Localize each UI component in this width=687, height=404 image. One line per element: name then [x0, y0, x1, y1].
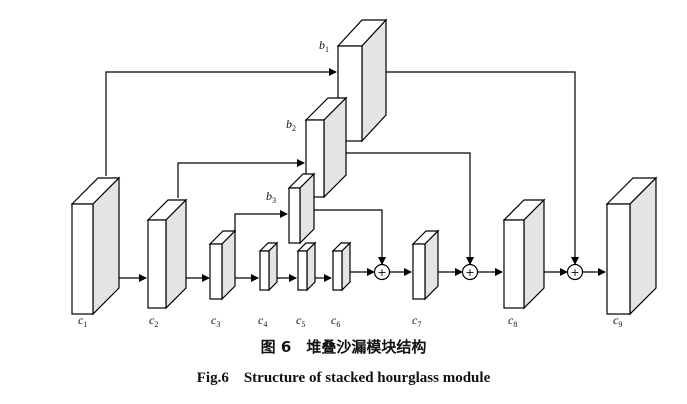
block-labels: b1 b2 b3 c1 c2 c3 c4 c5 c6 c7 c8 c9	[78, 38, 622, 329]
block-c1	[70, 176, 121, 316]
arrow-c3-b3	[234, 210, 288, 233]
sum-node-1: +	[373, 263, 391, 281]
block-c6	[331, 241, 352, 292]
arrow-b1-sum3	[370, 71, 579, 265]
block-b1	[336, 18, 388, 143]
arrow-b3-sum1	[313, 209, 386, 265]
label-b1: b1	[319, 38, 329, 54]
blocks	[70, 18, 658, 316]
block-c8	[502, 198, 546, 310]
sum-node-3: +	[566, 263, 584, 281]
label-c4: c4	[258, 313, 267, 329]
hourglass-diagram: + + + b1 b2 b3 c1 c2 c3 c4 c5 c6 c7 c8 c…	[70, 18, 658, 329]
block-b3	[287, 172, 316, 245]
block-c5	[296, 241, 317, 292]
label-c1: c1	[78, 313, 87, 329]
label-c5: c5	[296, 313, 305, 329]
block-c2	[146, 198, 188, 310]
block-c9	[605, 176, 658, 316]
figure-caption-english: Fig.6 Structure of stacked hourglass mod…	[196, 370, 491, 386]
label-c7: c7	[412, 313, 421, 329]
arrow-c1-b1	[105, 68, 337, 176]
sum-symbol: +	[377, 266, 386, 279]
label-c6: c6	[331, 313, 340, 329]
sum-symbol: +	[570, 266, 579, 279]
label-c3: c3	[211, 313, 220, 329]
label-c9: c9	[613, 313, 622, 329]
block-c3	[208, 229, 237, 301]
figure-caption-chinese: 图 6 堆叠沙漏模块结构	[260, 338, 427, 356]
block-c4	[258, 241, 279, 292]
arrow-c2-b2	[177, 159, 305, 198]
arrow-b2-sum2	[344, 152, 474, 265]
sum-nodes: + + +	[373, 263, 584, 281]
block-c7	[411, 229, 440, 301]
sum-symbol: +	[465, 266, 474, 279]
label-b3: b3	[266, 189, 276, 205]
sum-node-2: +	[461, 263, 479, 281]
block-b2	[304, 96, 348, 199]
label-c8: c8	[508, 313, 517, 329]
label-b2: b2	[286, 117, 296, 133]
connections	[105, 68, 606, 282]
label-c2: c2	[149, 313, 158, 329]
